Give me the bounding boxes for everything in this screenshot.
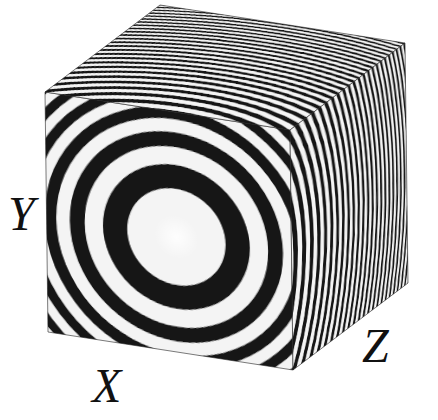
- centre-glow: [154, 212, 199, 262]
- axis-label: Z: [362, 322, 389, 370]
- axis-label: Y: [8, 190, 35, 238]
- right-face: [21, 0, 425, 420]
- axis-label: X: [92, 362, 121, 410]
